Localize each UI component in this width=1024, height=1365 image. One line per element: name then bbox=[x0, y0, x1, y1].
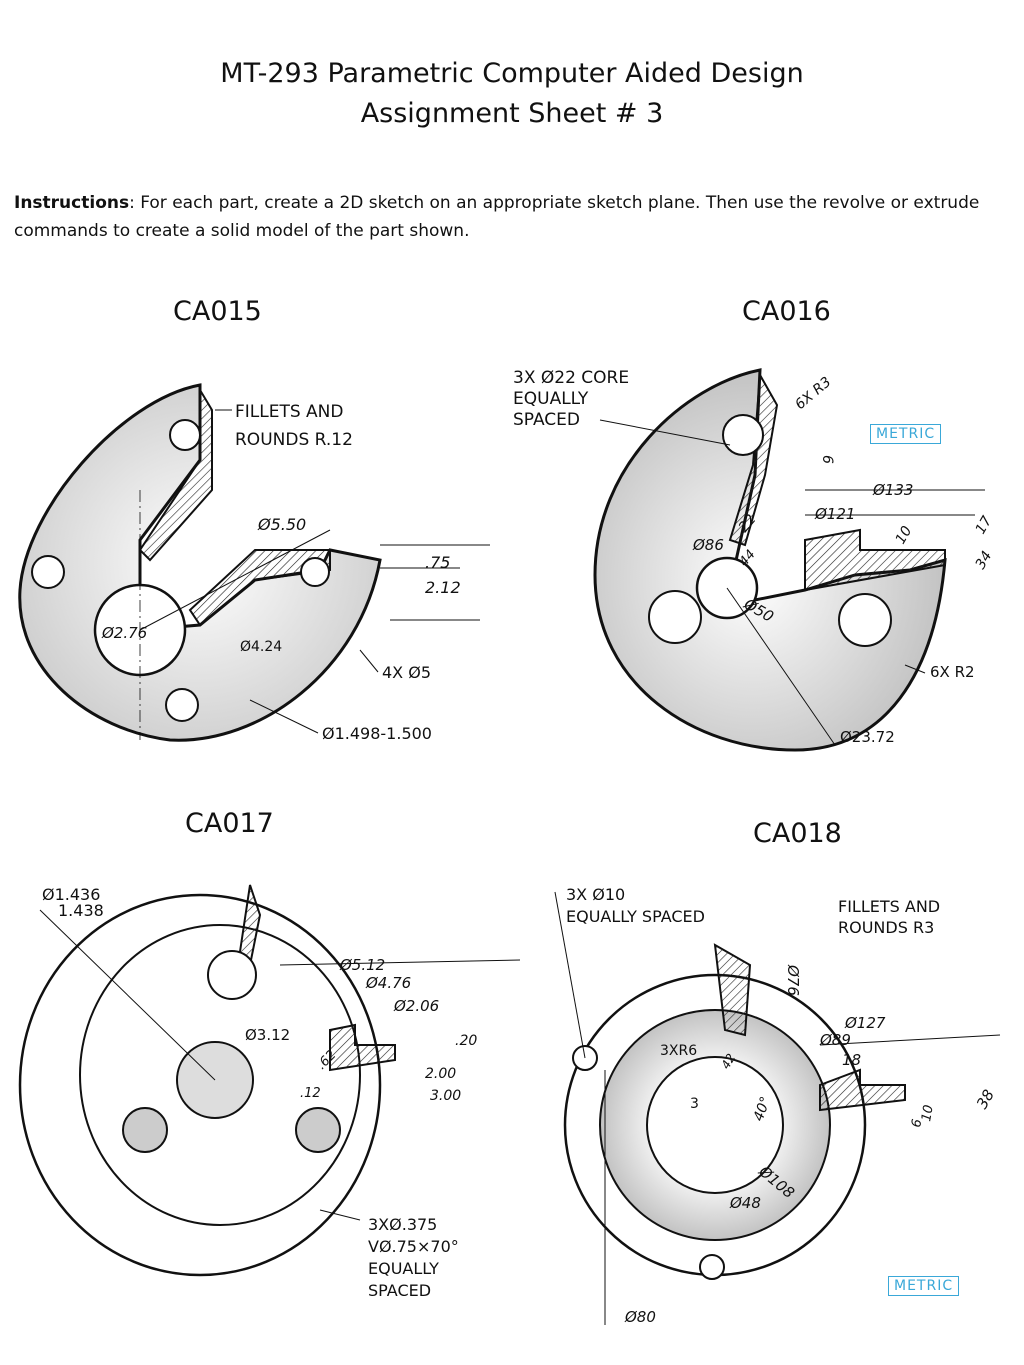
ca018-leader-holes bbox=[554, 891, 586, 1059]
ca016-dim-2: 6 bbox=[819, 455, 835, 464]
ca016-dim-3: Ø133 bbox=[872, 481, 913, 499]
ca018-ext-line-1 bbox=[819, 1034, 1001, 1046]
ca018-note-2: EQUALLY SPACED bbox=[566, 907, 705, 926]
ca017-hole-left bbox=[122, 1107, 168, 1153]
ca015-dim-2: .75 bbox=[425, 553, 450, 572]
ca017-hole-right bbox=[295, 1107, 341, 1153]
ca017-dim-1: Ø1.436 bbox=[42, 885, 100, 904]
ca016-centerline bbox=[726, 587, 836, 746]
ca018-bore bbox=[646, 1056, 784, 1194]
ca017-dim-4: Ø4.76 bbox=[365, 974, 411, 992]
ca015-leader-bore bbox=[249, 699, 319, 734]
ca016-section-upper bbox=[728, 371, 779, 547]
ca017-leader-holes bbox=[319, 1209, 361, 1221]
ca015-drawing: FILLETS AND ROUNDS R.12 Ø5.50 .75 2.12 Ø… bbox=[18, 383, 490, 743]
ca017-dim-3: Ø5.12 bbox=[339, 956, 385, 974]
ca016-core-top bbox=[722, 414, 764, 456]
instructions-text: : For each part, create a 2D sketch on a… bbox=[14, 193, 980, 241]
part-label-ca015: CA015 bbox=[173, 296, 262, 327]
ca018-dim-9: 6 bbox=[909, 1118, 925, 1129]
ca016-dim-4: Ø121 bbox=[814, 505, 855, 523]
ca018-note-4: ROUNDS R3 bbox=[838, 918, 934, 937]
ca016-dim-12: 6X R2 bbox=[930, 663, 975, 681]
ca018-dim-8: 40° bbox=[751, 1095, 775, 1124]
ca017-note-2: VØ.75×70° bbox=[368, 1237, 459, 1256]
ca016-dim-7: 17 bbox=[973, 513, 996, 537]
ca016-dim-1: 6X R3 bbox=[792, 374, 834, 413]
instructions: Instructions: For each part, create a 2D… bbox=[14, 189, 1004, 245]
ca018-dim-7: 3 bbox=[690, 1096, 699, 1112]
ca017-drawing: Ø1.436 1.438 Ø5.12 Ø4.76 Ø2.06 Ø3.12 .20… bbox=[18, 884, 520, 1300]
ca018-note-1: 3X Ø10 bbox=[566, 885, 625, 904]
ca018-section-right bbox=[819, 1068, 906, 1112]
ca016-section-right bbox=[804, 528, 946, 592]
ca017-dim-5: Ø2.06 bbox=[393, 997, 439, 1015]
ca017-dim-2: 1.438 bbox=[58, 901, 104, 920]
part-label-ca018: CA018 bbox=[753, 818, 842, 849]
ca016-core-right bbox=[838, 593, 892, 647]
ca017-ext-line-1 bbox=[279, 959, 520, 966]
ca016-note-3: SPACED bbox=[513, 410, 580, 430]
ca015-hole-left bbox=[31, 555, 65, 589]
ca018-dim-14: Ø80 bbox=[624, 1308, 656, 1326]
ca016-dim-13: Ø23.72 bbox=[840, 728, 895, 746]
ca017-dim-9: 2.00 bbox=[425, 1066, 456, 1082]
ca015-note-2: ROUNDS R.12 bbox=[235, 430, 353, 450]
ca015-note-1: FILLETS AND bbox=[235, 402, 344, 422]
ca016-note-2: EQUALLY bbox=[513, 389, 589, 409]
ca016-leader-cores bbox=[599, 419, 731, 446]
ca018-drawing: 3X Ø10 EQUALLY SPACED FILLETS AND ROUNDS… bbox=[554, 885, 1001, 1326]
ca018-hole-bottom bbox=[699, 1254, 725, 1280]
ca016-dim-6: 10 bbox=[893, 523, 916, 547]
ca017-dim-6: Ø3.12 bbox=[245, 1026, 290, 1044]
part-label-ca016: CA016 bbox=[742, 296, 831, 327]
part-label-ca017: CA017 bbox=[185, 808, 274, 839]
ca015-dim-3: 2.12 bbox=[425, 578, 461, 597]
ca016-metric-badge: METRIC bbox=[870, 424, 942, 444]
ca015-leader-holes bbox=[359, 649, 379, 673]
ca016-dim-8: 34 bbox=[973, 549, 996, 572]
ca018-section-upper bbox=[713, 943, 752, 1037]
ca015-hole-bottom bbox=[165, 688, 199, 722]
instructions-label: Instructions bbox=[14, 193, 130, 213]
ca015-centerline bbox=[139, 529, 331, 631]
page-title-line-1: MT-293 Parametric Computer Aided Design bbox=[220, 58, 804, 89]
ca016-body bbox=[593, 368, 947, 752]
ca015-section-upper bbox=[138, 386, 213, 562]
ca015-dim-5: Ø4.24 bbox=[240, 639, 282, 655]
ca018-dim-13: Ø48 bbox=[729, 1194, 761, 1212]
ca016-core-left bbox=[648, 590, 702, 644]
ca017-dim-7: .20 bbox=[455, 1033, 477, 1049]
ca015-section-lower bbox=[188, 549, 331, 627]
ca017-leader-bore bbox=[39, 909, 216, 1081]
ca016-drawing: 3X Ø22 CORE EQUALLY SPACED 6X R3 6 Ø133 … bbox=[513, 368, 996, 752]
ca018-dim-6: 42 bbox=[718, 1051, 738, 1071]
ca015-hole-right bbox=[300, 557, 330, 587]
ca017-dim-10: .12 bbox=[300, 1086, 321, 1101]
ca015-dim-6: 4X Ø5 bbox=[382, 663, 431, 682]
ca018-dim-5: 3XR6 bbox=[660, 1043, 697, 1059]
ca018-dim-11: 38 bbox=[973, 1086, 998, 1112]
ca018-dim-3: Ø89 bbox=[819, 1031, 851, 1049]
ca015-hole-top bbox=[169, 419, 201, 451]
ca018-note-3: FILLETS AND bbox=[838, 897, 940, 916]
ca015-dim-1: Ø5.50 bbox=[257, 515, 306, 534]
ca018-dim-1: Ø76 bbox=[784, 964, 802, 996]
ca018-dim-2: Ø127 bbox=[844, 1014, 886, 1032]
ca017-section-right bbox=[329, 1023, 396, 1072]
ca016-note-1: 3X Ø22 CORE bbox=[513, 368, 629, 388]
page-title-line-2: Assignment Sheet # 3 bbox=[360, 98, 664, 129]
ca017-hole-top bbox=[207, 950, 257, 1000]
ca015-dim-7: Ø1.498-1.500 bbox=[322, 724, 432, 743]
ca016-leader-r2 bbox=[904, 664, 926, 674]
ca018-dim-10: 10 bbox=[919, 1104, 937, 1123]
ca015-dim-4: Ø2.76 bbox=[101, 624, 147, 642]
ca017-note-1: 3XØ.375 bbox=[368, 1215, 437, 1234]
ca016-dim-9: Ø86 bbox=[692, 536, 724, 554]
ca017-note-3: EQUALLY bbox=[368, 1259, 439, 1278]
ca017-dim-11: 3.00 bbox=[430, 1088, 461, 1104]
ca018-metric-badge: METRIC bbox=[888, 1276, 960, 1296]
ca017-note-4: SPACED bbox=[368, 1281, 431, 1300]
ca018-dim-4: 18 bbox=[842, 1051, 861, 1069]
